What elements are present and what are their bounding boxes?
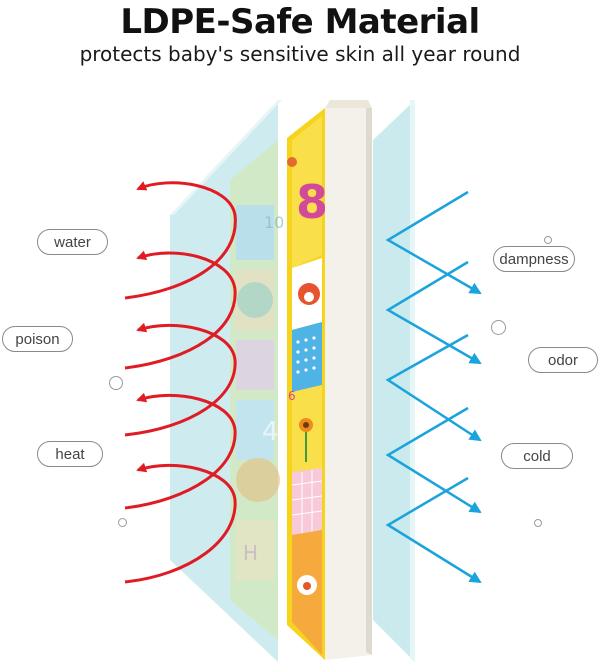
printed-mat-layer: 8 6 — [287, 108, 328, 660]
print-number-6: 6 — [288, 389, 296, 403]
red-blocking-arrows — [124, 181, 237, 584]
print-number-4: 4 — [262, 417, 279, 447]
bubble-decoration — [491, 320, 506, 335]
label-cold: cold — [501, 443, 573, 469]
label-dampness: dampness — [493, 246, 575, 272]
print-number-8: 8 — [296, 175, 328, 229]
foam-core-layer — [325, 108, 372, 660]
print-letter-h: H — [243, 541, 258, 565]
label-odor: odor — [528, 347, 598, 373]
bubble-decoration — [534, 519, 542, 527]
bubble-decoration — [544, 236, 552, 244]
label-poison: poison — [2, 326, 73, 352]
mat-print-back: 10 4 H — [230, 140, 284, 640]
print-number-10: 10 — [264, 213, 284, 232]
blue-bouncing-arrows — [385, 190, 482, 584]
label-water: water — [37, 229, 108, 255]
bubble-decoration — [109, 376, 123, 390]
bubble-decoration — [118, 518, 127, 527]
subheadline: protects baby's sensitive skin all year … — [79, 42, 521, 66]
inner-glass-layer — [373, 100, 415, 662]
headline: LDPE-Safe Material — [120, 2, 480, 42]
label-heat: heat — [37, 441, 103, 467]
